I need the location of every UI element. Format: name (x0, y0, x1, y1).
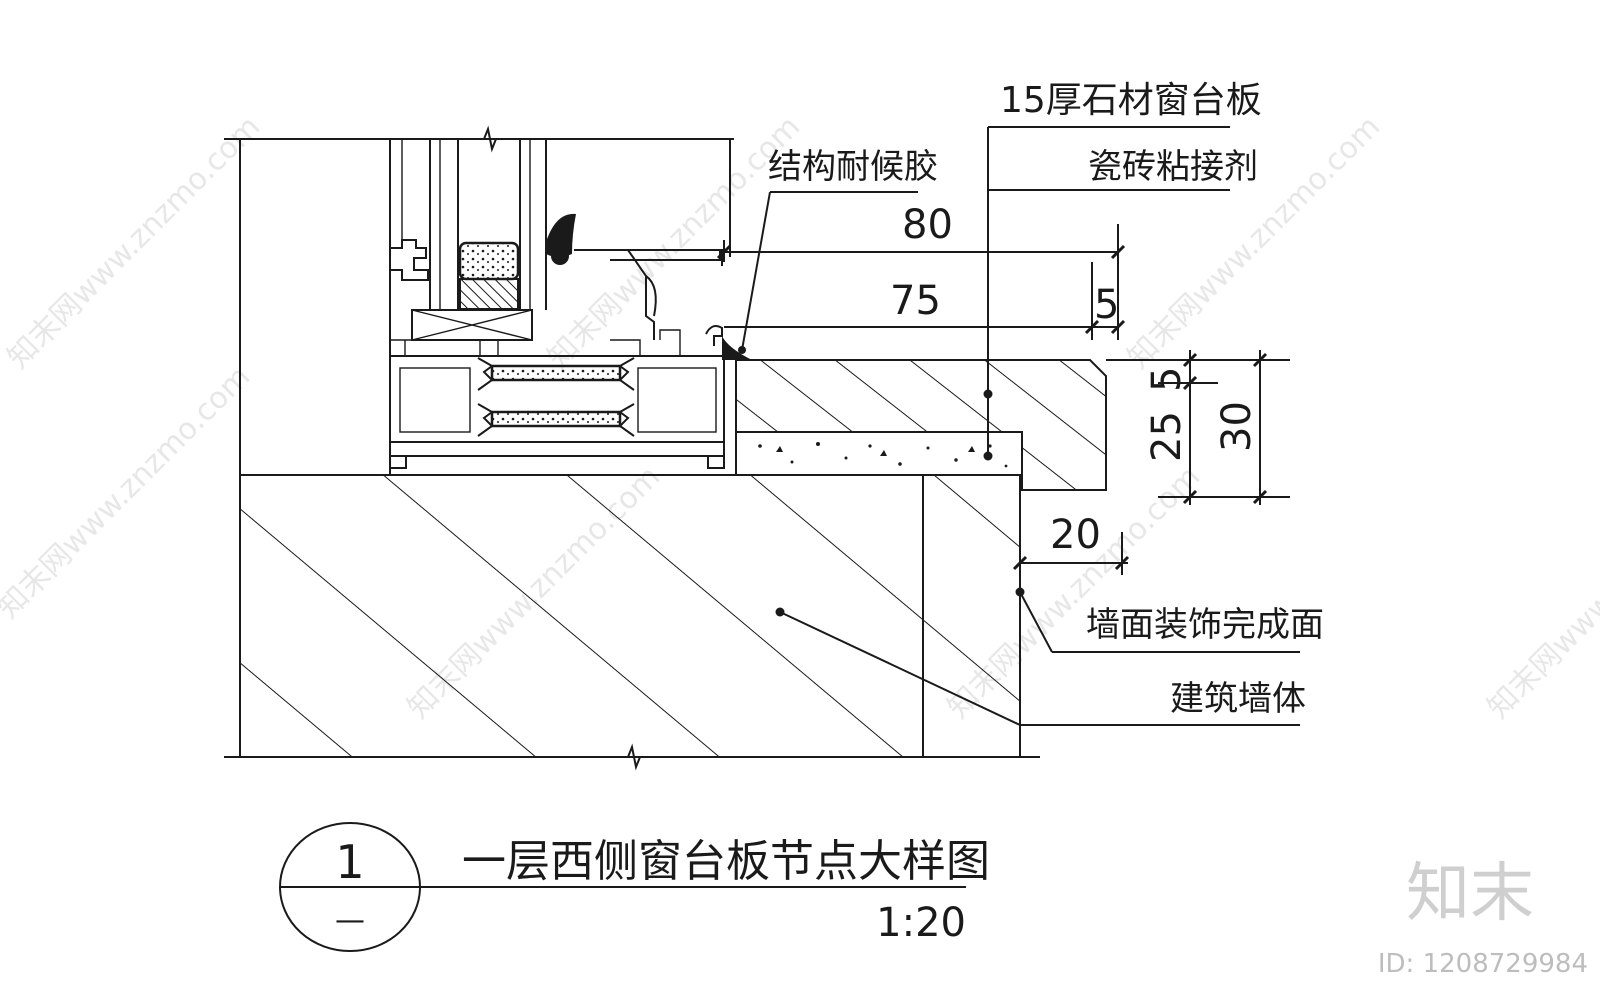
tile-adhesive-layer (735, 431, 1023, 476)
weather-sealant-bead (722, 336, 752, 360)
label-stone-sill: 15厚石材窗台板 (1000, 80, 1262, 121)
dim-5-right: 5 (1144, 367, 1190, 392)
detail-number: 1 (335, 835, 364, 889)
dimension-lines (716, 224, 1290, 575)
title-block: 1 — 一层西侧窗台板节点大样图 1:20 (279, 822, 990, 952)
watermark-text: 知末网www.znzmo.com (0, 359, 257, 625)
leader-lines (738, 126, 1300, 726)
label-tile-adhesive: 瓷砖粘接剂 (1088, 147, 1258, 187)
image-id: ID: 1208729984 (1378, 949, 1588, 979)
watermark-text: 知末网www.znzmo.com (1, 109, 267, 375)
sheet-reference: — (335, 903, 365, 938)
brand-watermark: 知末 (1406, 857, 1534, 931)
dim-25: 25 (1144, 411, 1190, 462)
building-wall (224, 474, 1040, 771)
drawing-scale: 1:20 (876, 900, 966, 946)
dim-80: 80 (902, 202, 953, 248)
dim-20: 20 (1050, 512, 1101, 558)
window-opening (224, 125, 734, 475)
dim-5-top: 5 (1094, 282, 1119, 328)
label-building-wall: 建筑墙体 (1170, 679, 1306, 719)
stone-window-sill (735, 359, 1107, 491)
window-frame (240, 139, 1020, 476)
watermark-text: 知末网www.znzmo.com (1481, 459, 1600, 725)
drawing-title: 一层西侧窗台板节点大样图 (462, 836, 990, 887)
dim-75: 75 (890, 278, 941, 324)
label-weather-sealant: 结构耐候胶 (768, 147, 938, 187)
label-wall-finish: 墙面装饰完成面 (1086, 605, 1324, 645)
dim-30: 30 (1214, 401, 1260, 452)
